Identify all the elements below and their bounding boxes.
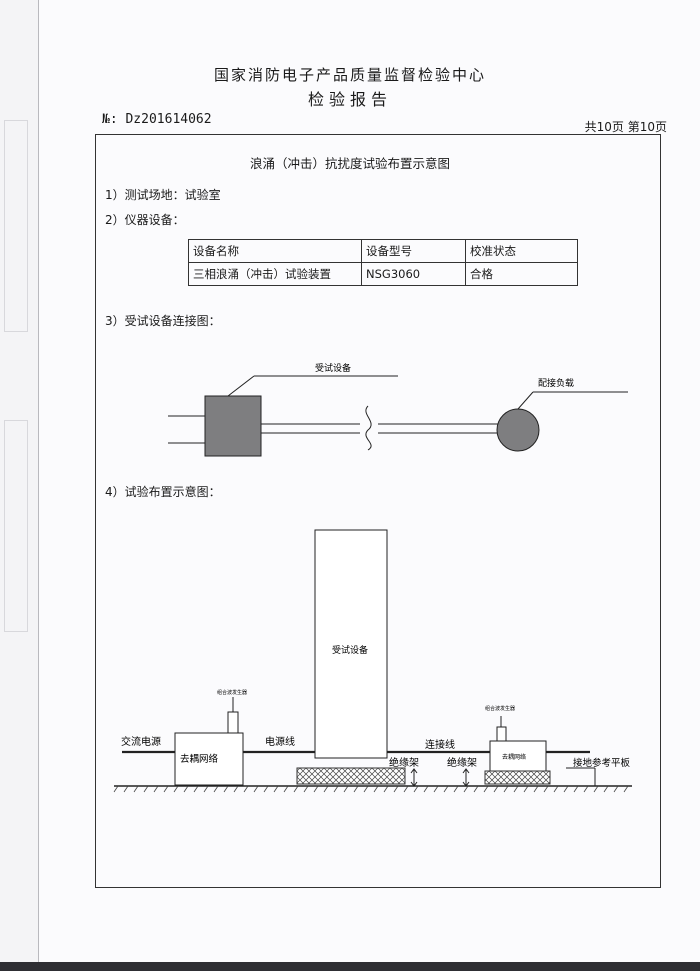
connection-heading: 3）受试设备连接图： — [105, 314, 221, 328]
table-row: 三相浪涌（冲击）试验装置 NSG3060 合格 — [188, 262, 578, 286]
generator-label-right: 组合波发生器 — [485, 705, 515, 712]
report-title: 检验报告 — [307, 90, 392, 109]
table-cell: 合格 — [465, 262, 578, 286]
insulating-support-right — [484, 770, 551, 785]
table-cell: NSG3060 — [361, 262, 466, 286]
equipment-table: 设备名称 设备型号 校准状态 三相浪涌（冲击）试验装置 NSG3060 合格 — [188, 239, 578, 286]
insulator-label-2: 绝缘架 — [447, 756, 477, 769]
diagram-title: 浪涌（冲击）抗扰度试验布置示意图 — [249, 156, 450, 171]
eut-box — [204, 395, 262, 457]
eut-tower — [314, 529, 388, 759]
load-label: 配接负载 — [538, 377, 574, 389]
binding-mark — [4, 420, 28, 632]
eut-tower-label: 受试设备 — [332, 644, 368, 656]
generator-right — [496, 726, 507, 742]
connection-diagram: 受试设备 配接负载 — [168, 362, 628, 457]
decoupling-label-left: 去耦网络 — [180, 753, 219, 765]
table-header-cell: 设备名称 — [188, 239, 362, 263]
ac-source-label: 交流电源 — [121, 735, 161, 748]
table-header-cell: 校准状态 — [465, 239, 578, 263]
insulating-support-eut — [296, 767, 406, 785]
decoupling-label-right: 去耦网络 — [502, 753, 526, 761]
page-info: 共10页 第10页 — [584, 120, 667, 134]
instruments-heading: 2）仪器设备： — [105, 213, 185, 227]
connecting-line-label: 连接线 — [425, 738, 455, 751]
eut-label: 受试设备 — [315, 362, 351, 374]
decoupling-network-right — [489, 740, 547, 772]
generator-label-left: 组合波发生器 — [217, 689, 247, 696]
power-line-label: 电源线 — [265, 735, 295, 748]
decoupling-network-left — [174, 732, 244, 786]
break-mark — [365, 405, 372, 451]
generator-left — [227, 711, 239, 734]
binding-mark — [4, 120, 28, 332]
test-site: 1）测试场地：试验室 — [105, 188, 221, 202]
organization-name: 国家消防电子产品质量监督检验中心 — [213, 66, 486, 84]
load-circle — [496, 408, 540, 452]
content-frame — [95, 134, 661, 888]
layout-heading: 4）试验布置示意图： — [105, 485, 221, 499]
table-cell: 三相浪涌（冲击）试验装置 — [188, 262, 362, 286]
scanner-edge — [0, 962, 700, 971]
ground-plane-label: 接地参考平板 — [573, 757, 631, 769]
report-page — [38, 0, 700, 962]
layout-diagram: 去耦网络 组合波发生器 受试设备 去耦网络 组合波发生器 交流电源 电源线 连接… — [113, 529, 632, 793]
table-header-row: 设备名称 设备型号 校准状态 — [188, 239, 578, 263]
insulator-label-1: 绝缘架 — [389, 756, 419, 769]
document-number: №: Dz201614062 — [102, 112, 212, 127]
